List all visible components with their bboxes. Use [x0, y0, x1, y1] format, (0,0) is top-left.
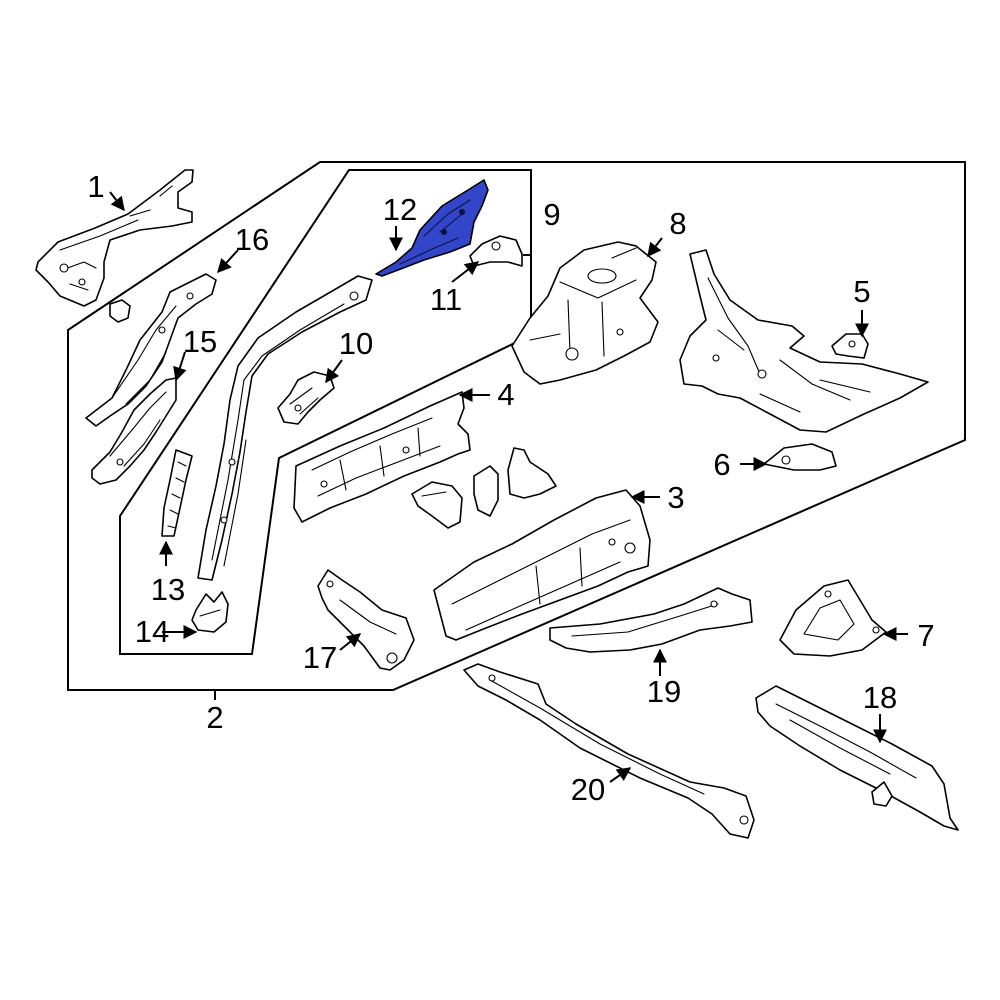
leader-lines: [109, 169, 908, 783]
bracket-b[interactable]: [473, 465, 499, 517]
callout-labels: 1 2 3 4 5 6 7 8 9 10 11 12 13 14 15 16 1…: [87, 169, 934, 807]
callout-7[interactable]: 7: [917, 618, 934, 653]
callout-3[interactable]: 3: [667, 480, 684, 515]
bracket-a[interactable]: [411, 481, 463, 529]
part-15-panel[interactable]: [91, 377, 177, 485]
part-19-crossmember[interactable]: [549, 587, 753, 653]
callout-1[interactable]: 1: [87, 169, 104, 204]
part-7-bracket[interactable]: [779, 579, 887, 657]
callout-8[interactable]: 8: [669, 206, 686, 241]
part-1-clip[interactable]: [109, 299, 131, 323]
part-17-bracket[interactable]: [317, 569, 415, 671]
part-3-frame-rail[interactable]: [433, 489, 651, 641]
part-11-bracket[interactable]: [469, 235, 523, 267]
callout-2[interactable]: 2: [206, 700, 223, 735]
part-10-bracket[interactable]: [277, 371, 335, 425]
callout-6[interactable]: 6: [713, 447, 730, 482]
callout-10[interactable]: 10: [339, 326, 373, 361]
callout-14[interactable]: 14: [135, 614, 169, 649]
callout-17[interactable]: 17: [303, 640, 337, 675]
bracket-c[interactable]: [507, 447, 557, 499]
part-16-panel[interactable]: [85, 273, 217, 427]
part-4-apron[interactable]: [293, 391, 471, 523]
callout-9[interactable]: 9: [543, 197, 560, 232]
callout-19[interactable]: 19: [647, 674, 681, 709]
part-14-bracket[interactable]: [191, 591, 229, 633]
part-8-strut-tower[interactable]: [511, 241, 659, 385]
assembly-9-frame: [119, 169, 532, 655]
callout-20[interactable]: 20: [571, 772, 605, 807]
callout-15[interactable]: 15: [183, 324, 217, 359]
callout-16[interactable]: 16: [235, 222, 269, 257]
part-5-bracket[interactable]: [831, 333, 869, 359]
part-9-rail[interactable]: [197, 275, 373, 581]
part-13-strip[interactable]: [161, 449, 193, 537]
part-12-highlighted[interactable]: [375, 179, 489, 277]
callout-13[interactable]: 13: [151, 572, 185, 607]
front-apron-panel[interactable]: [679, 249, 929, 433]
callout-5[interactable]: 5: [853, 274, 870, 309]
part-18-rail[interactable]: [755, 685, 959, 831]
callout-12[interactable]: 12: [383, 192, 417, 227]
part-1-reinforcement[interactable]: [35, 169, 194, 307]
assembly-2-frame: [67, 161, 966, 691]
part-20-brace[interactable]: [463, 663, 755, 839]
callout-18[interactable]: 18: [863, 680, 897, 715]
callout-4[interactable]: 4: [497, 377, 514, 412]
callout-11[interactable]: 11: [430, 282, 462, 317]
part-6-bracket[interactable]: [763, 443, 837, 471]
